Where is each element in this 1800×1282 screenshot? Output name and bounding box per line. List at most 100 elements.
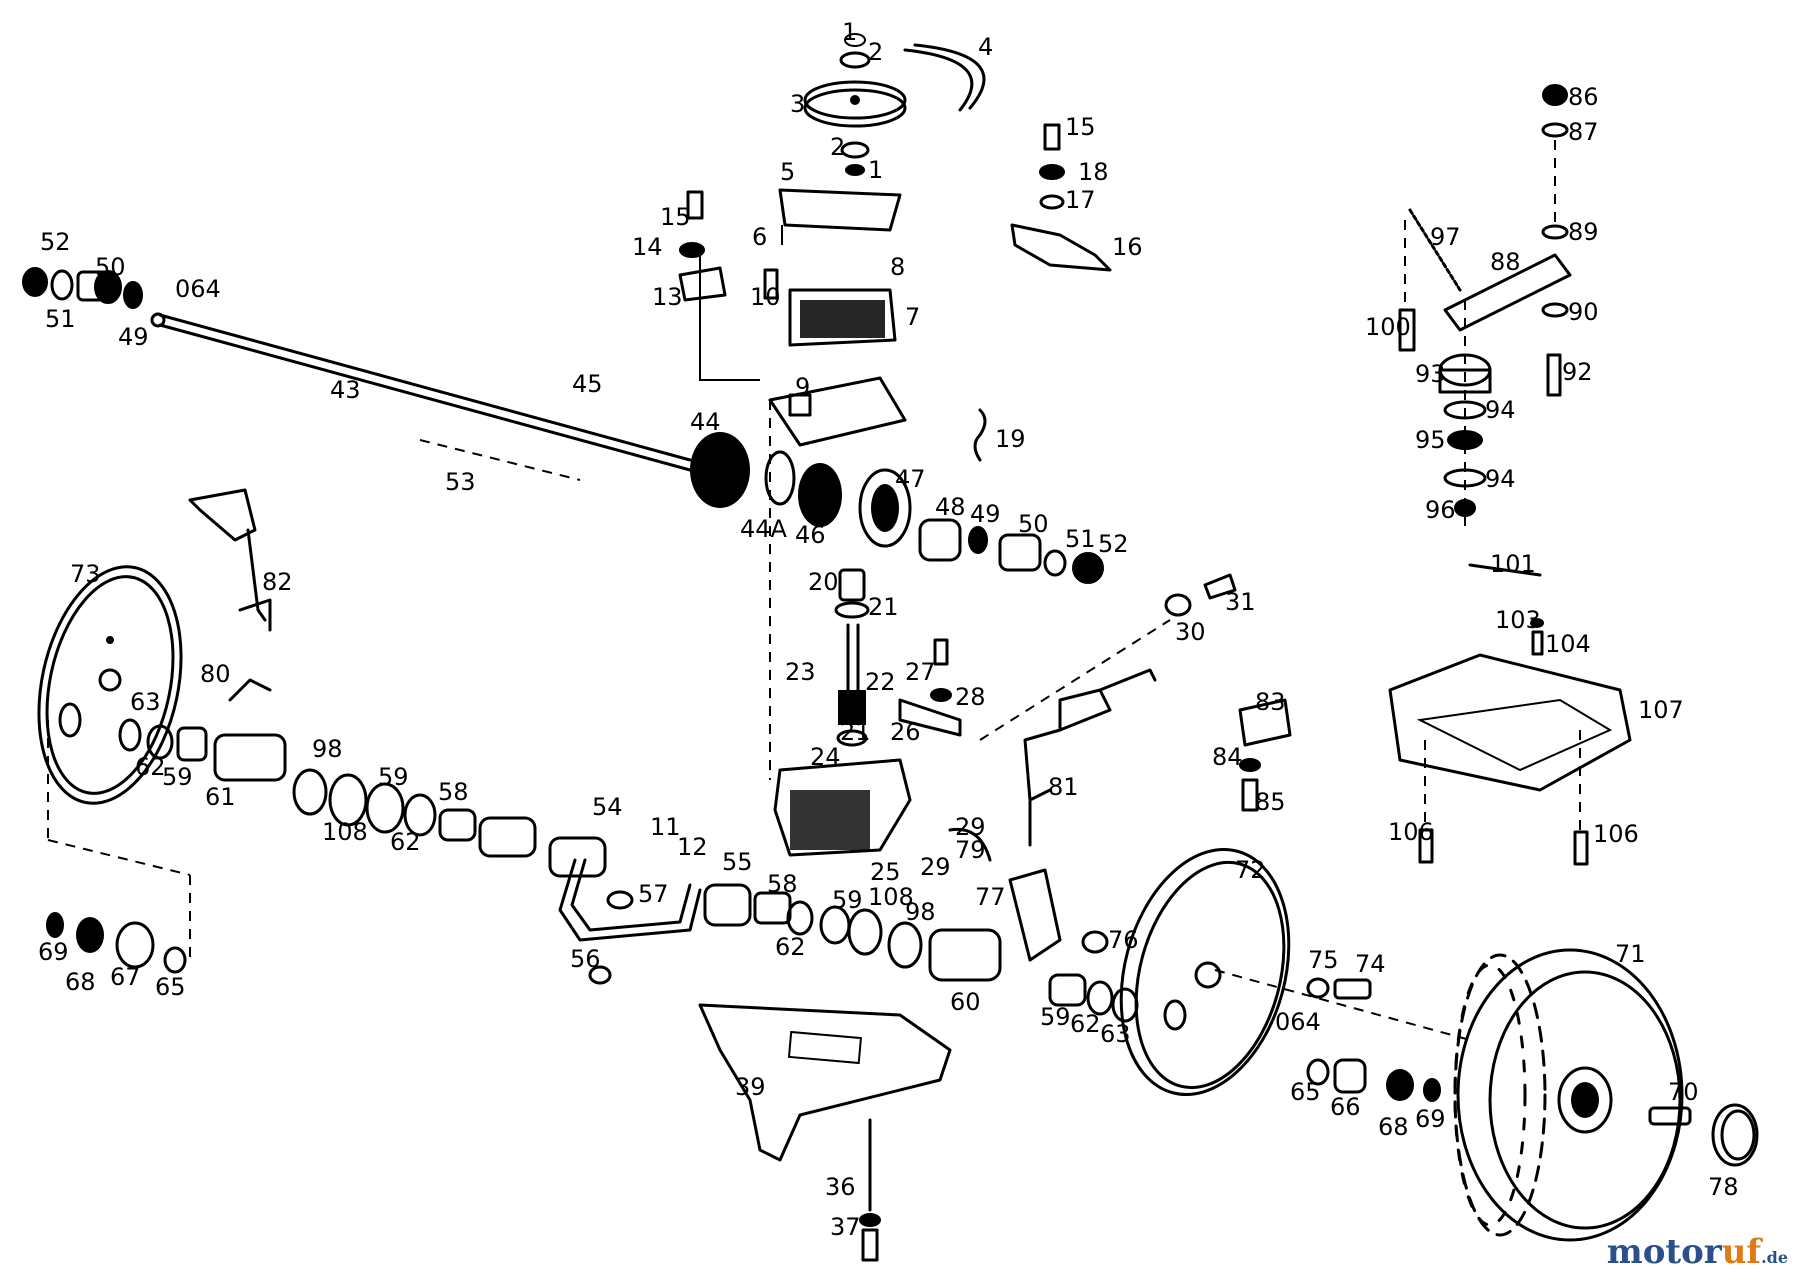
label-part: 16 <box>1112 233 1143 261</box>
label-part: 106 <box>1593 820 1639 848</box>
label-part: 89 <box>1568 218 1599 246</box>
label-part: 44 <box>690 408 721 436</box>
left-hub-parts <box>46 720 191 974</box>
label-part: 78 <box>1708 1173 1739 1201</box>
label-part: 54 <box>592 793 623 821</box>
label-part: 49 <box>970 500 1001 528</box>
label-part: 3 <box>790 90 805 118</box>
label-part: 29 <box>955 813 986 841</box>
label-part: 59 <box>162 763 193 791</box>
label-part: 59 <box>832 886 863 914</box>
label-part: 29 <box>920 853 951 881</box>
label-part: 15 <box>660 203 691 231</box>
lever-54 <box>558 858 752 985</box>
gear-set <box>690 432 1104 584</box>
left-axle-bearing-set <box>22 267 143 309</box>
label-part: 53 <box>445 468 476 496</box>
label-part: 22 <box>865 668 896 696</box>
label-part: 69 <box>1415 1105 1446 1133</box>
label-part: 73 <box>70 560 101 588</box>
label-part: 103 <box>1495 606 1541 634</box>
label-part: 21 <box>840 718 871 746</box>
label-part: 1 <box>868 156 883 184</box>
label-part: 101 <box>1490 550 1536 578</box>
label-part: 62 <box>390 828 421 856</box>
label-part: 47 <box>895 465 926 493</box>
drive-axle <box>150 312 692 481</box>
label-part: 59 <box>1040 1003 1071 1031</box>
left-bearing-row <box>118 718 607 878</box>
label-part: 97 <box>1430 223 1461 251</box>
label-part: 62 <box>135 753 166 781</box>
label-part: 87 <box>1568 118 1599 146</box>
lever-82 <box>188 488 272 702</box>
label-part: 75 <box>1308 946 1339 974</box>
label-part: 7 <box>905 303 920 331</box>
label-part: 13 <box>652 283 683 311</box>
label-part: 82 <box>262 568 293 596</box>
label-part: 26 <box>890 718 921 746</box>
lever-81 <box>1023 668 1157 847</box>
label-part: 37 <box>830 1213 861 1241</box>
label-part: 27 <box>905 658 936 686</box>
label-part: 65 <box>1290 1078 1321 1106</box>
label-part: 51 <box>45 305 76 333</box>
label-part: 28 <box>955 683 986 711</box>
label-part: 62 <box>775 933 806 961</box>
label-part: 2 <box>868 38 883 66</box>
label-part: 84 <box>1212 743 1243 771</box>
part-labels: 1 2 3 4 2 1 5 6 8 7 15 18 17 16 15 14 13… <box>38 18 1739 1241</box>
label-part: 18 <box>1078 158 1109 186</box>
label-part: 11 <box>650 813 681 841</box>
label-part: 50 <box>95 253 126 281</box>
label-part: 50 <box>1018 510 1049 538</box>
label-part: 6 <box>752 223 767 251</box>
label-part: 94 <box>1485 465 1516 493</box>
label-part: 8 <box>890 253 905 281</box>
label-part: 90 <box>1568 298 1599 326</box>
label-part: 23 <box>785 658 816 686</box>
label-part: 62 <box>1070 1010 1101 1038</box>
watermark-text-1: motor <box>1606 1232 1722 1272</box>
label-part: 52 <box>1098 530 1129 558</box>
label-part: 68 <box>1378 1113 1409 1141</box>
label-part: 5 <box>780 158 795 186</box>
lever-assembly-right <box>1398 84 1572 530</box>
label-part: 85 <box>1255 788 1286 816</box>
tire <box>1453 948 1759 1242</box>
label-part: 9 <box>795 373 810 401</box>
label-part: 69 <box>38 938 69 966</box>
label-part: 70 <box>1668 1078 1699 1106</box>
label-part: 10 <box>750 283 781 311</box>
label-part: 98 <box>905 898 936 926</box>
label-part: 12 <box>677 833 708 861</box>
label-part: 60 <box>950 988 981 1016</box>
label-part: 88 <box>1490 248 1521 276</box>
label-part: 107 <box>1638 696 1684 724</box>
label-part: 76 <box>1108 926 1139 954</box>
right-hub-parts <box>1306 1058 1441 1102</box>
label-part: 83 <box>1255 688 1286 716</box>
label-part: 92 <box>1562 358 1593 386</box>
label-part: 65 <box>155 973 186 1001</box>
label-part: 45 <box>572 370 603 398</box>
label-part: 39 <box>735 1073 766 1101</box>
label-part: 46 <box>795 521 826 549</box>
label-part: 43 <box>330 376 361 404</box>
label-part: 19 <box>995 425 1026 453</box>
watermark-text-2: uf <box>1721 1232 1762 1272</box>
label-part: 108 <box>868 883 914 911</box>
gearbox-lower <box>769 400 1171 857</box>
gearbox-bolts <box>678 123 1112 381</box>
label-part: 1 <box>842 18 857 46</box>
label-part: 93 <box>1415 360 1446 388</box>
label-part: 25 <box>870 858 901 886</box>
washer-bolt-30-31 <box>1164 573 1237 617</box>
site-watermark: motoruf.de <box>1607 1232 1788 1272</box>
label-part: 96 <box>1425 496 1456 524</box>
label-part: 95 <box>1415 426 1446 454</box>
label-part: 67 <box>110 963 141 991</box>
label-part: 14 <box>632 233 663 261</box>
label-part: 36 <box>825 1173 856 1201</box>
label-part: 52 <box>40 228 71 256</box>
